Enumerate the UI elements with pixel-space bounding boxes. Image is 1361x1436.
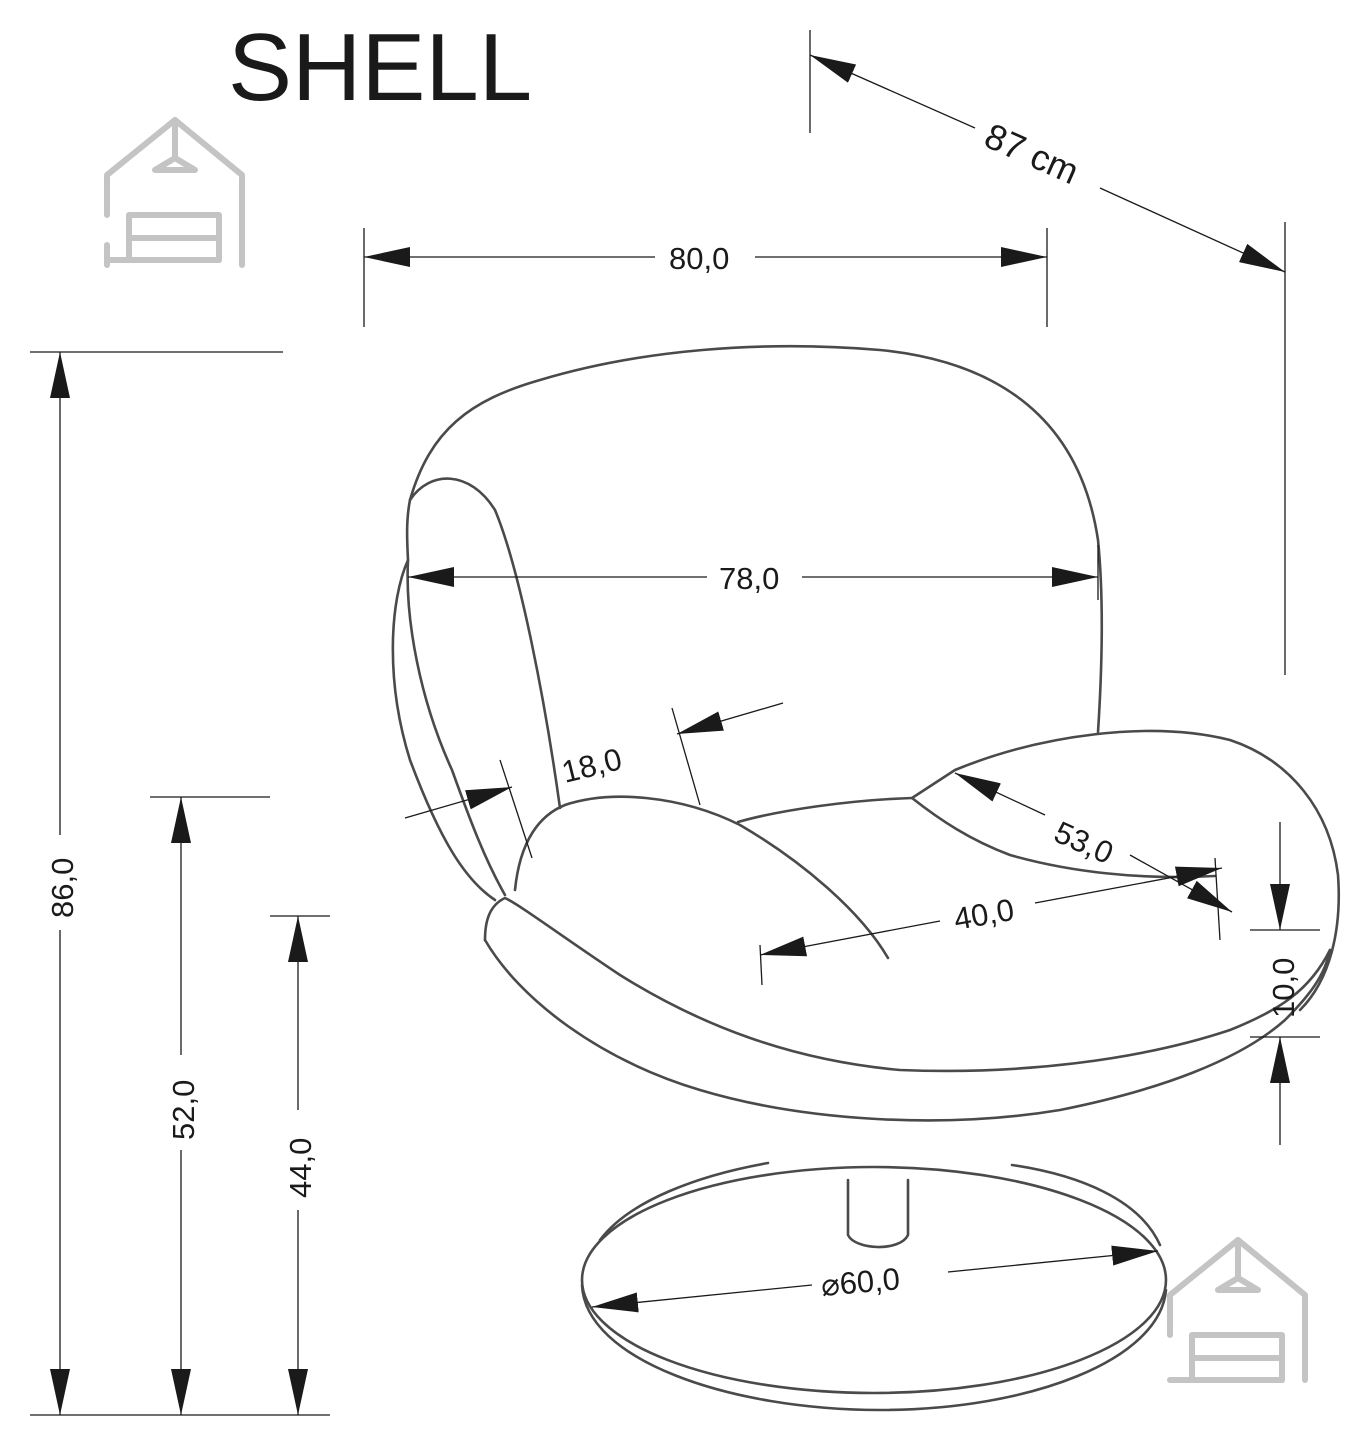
dimension-total-height: 86,0	[30, 351, 330, 1416]
dimension-seat-depth: 40,0	[759, 866, 1223, 986]
dimension-depth: 87 cm	[809, 30, 1286, 675]
dimension-inner-width: 78,0	[408, 545, 1099, 600]
dimension-armrest-height: 52,0	[150, 796, 270, 1415]
dimension-armrest-width: 18,0	[404, 702, 784, 859]
seat-height-label: 44,0	[283, 1138, 318, 1198]
house-sofa-logo-icon	[104, 117, 245, 268]
chair-outline	[391, 344, 1341, 1412]
house-sofa-logo-icon	[1167, 1237, 1308, 1383]
dimension-seat-height: 44,0	[270, 915, 330, 1415]
total-height-label: 86,0	[45, 858, 80, 918]
seat-span-label: 53,0	[1049, 814, 1118, 871]
inner-width-label: 78,0	[719, 561, 779, 596]
dimension-cushion-thickness: 10,0	[1250, 822, 1320, 1145]
dimension-base-diameter: ⌀60,0	[591, 1245, 1159, 1313]
cushion-thickness-label: 10,0	[1266, 958, 1301, 1018]
depth-label: 87 cm	[979, 115, 1085, 192]
width-label: 80,0	[669, 241, 729, 276]
armrest-width-label: 18,0	[558, 741, 625, 790]
base-diameter-label: ⌀60,0	[820, 1261, 902, 1303]
seat-depth-label: 40,0	[951, 892, 1017, 937]
armrest-height-label: 52,0	[166, 1080, 201, 1140]
product-title: SHELL	[228, 14, 532, 121]
dimension-width: 80,0	[363, 228, 1048, 327]
